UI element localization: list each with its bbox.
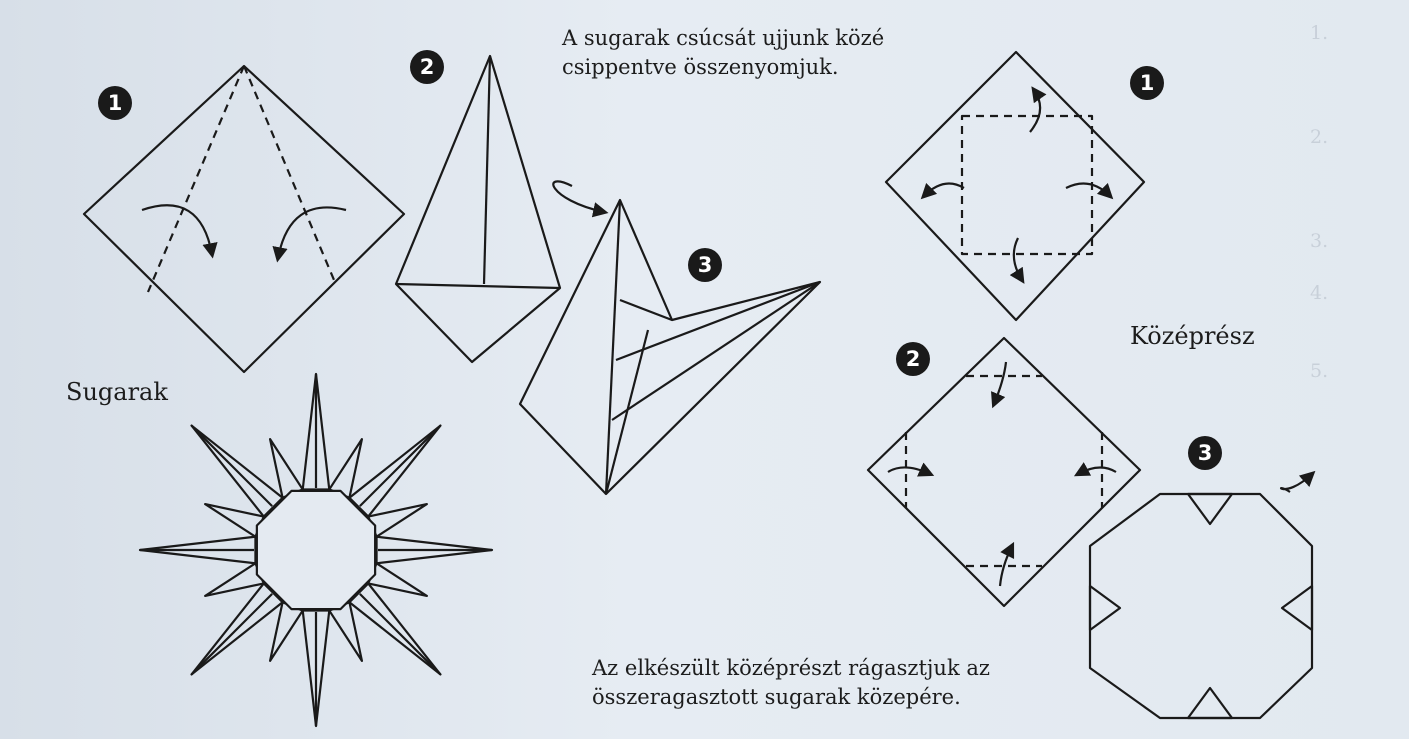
dashed-fold-line xyxy=(242,65,336,281)
sun-ray xyxy=(301,609,331,728)
fold-arrow-icon xyxy=(1065,182,1114,200)
sun-short-ray xyxy=(268,438,304,499)
sun-short-ray xyxy=(328,601,364,662)
ray-crease xyxy=(190,593,273,676)
fold-line xyxy=(395,282,561,290)
final-instruction: Az elkészült középrészt rágasztjuk az ös… xyxy=(592,656,990,709)
square-outline xyxy=(866,336,1142,608)
fold-arrow-icon xyxy=(991,361,1008,409)
sun-ray xyxy=(348,582,442,676)
fold-arrow-icon xyxy=(1073,462,1117,477)
sun-ray xyxy=(190,582,284,676)
fold-arrow-icon xyxy=(141,204,218,259)
fold-arrow-icon xyxy=(272,206,347,263)
fold-arrow-icon xyxy=(920,182,965,200)
fold-arrow-icon xyxy=(1029,86,1047,133)
center-step-1-diagram xyxy=(884,50,1146,322)
sun-ray xyxy=(301,372,331,491)
rays-step-2-diagram xyxy=(394,54,562,364)
sun-short-ray xyxy=(328,438,364,499)
sun-ray xyxy=(348,424,442,518)
turn-over-icon xyxy=(1280,470,1316,493)
kite-outline xyxy=(394,54,562,364)
show-through-text: 1.2.3.4.5. xyxy=(1310,22,1329,382)
center-step-3-diagram xyxy=(1088,470,1316,720)
sun-short-ray xyxy=(204,562,265,598)
fold-arrow-icon xyxy=(998,541,1015,587)
ray-crease xyxy=(359,424,442,507)
ray-outline xyxy=(518,198,822,496)
center-crease xyxy=(482,55,492,285)
sun-short-ray xyxy=(367,562,428,598)
center-step-2-badge: 2 xyxy=(896,342,930,376)
sun-short-ray xyxy=(268,601,304,662)
pinch-instruction: A sugarak csúcsát ujjunk közé csippentve… xyxy=(562,26,885,79)
center-step-1-badge: 1 xyxy=(1130,66,1164,100)
ray-crease xyxy=(190,424,273,507)
rays-step-1-diagram xyxy=(82,64,406,374)
ray-crease xyxy=(359,593,442,676)
sun-short-ray xyxy=(204,502,265,538)
octagon-outline xyxy=(1088,492,1314,720)
sun-ray xyxy=(375,535,494,565)
rays-step-2-badge: 2 xyxy=(410,50,444,84)
sun-ray xyxy=(138,535,257,565)
sun-ray xyxy=(190,424,284,518)
finished-sun-diagram xyxy=(138,372,494,728)
center-section-label: Középrész xyxy=(1130,322,1255,350)
rays-section-label: Sugarak xyxy=(66,378,168,406)
turn-over-icon xyxy=(552,180,609,218)
center-step-3-badge: 3 xyxy=(1188,436,1222,470)
sun-short-ray xyxy=(367,502,428,538)
rays-step-1-badge: 1 xyxy=(98,86,132,120)
dashed-fold-line xyxy=(146,65,246,293)
dashed-fold-square xyxy=(960,114,1094,256)
sun-octagon-centre xyxy=(255,489,377,611)
fold-arrow-icon xyxy=(887,462,935,477)
rays-step-3-badge: 3 xyxy=(688,248,722,282)
ray-crease xyxy=(604,199,622,495)
square-outline xyxy=(82,64,406,374)
fold-arrow-icon xyxy=(1009,237,1025,284)
square-outline xyxy=(884,50,1146,322)
rays-step-3-diagram xyxy=(518,198,822,496)
center-step-2-diagram xyxy=(866,336,1142,608)
